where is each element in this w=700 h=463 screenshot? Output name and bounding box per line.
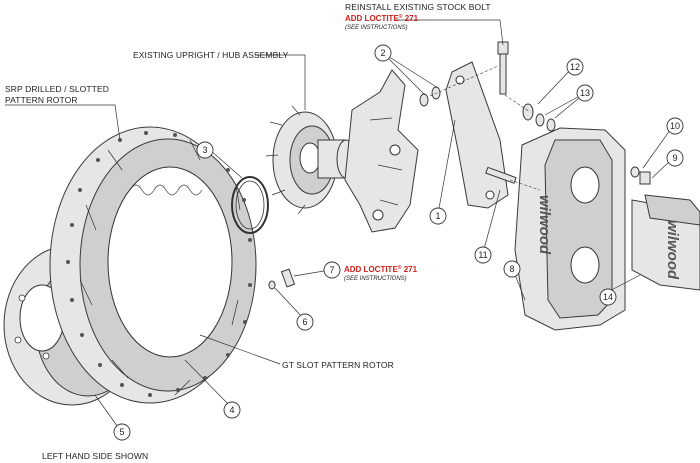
svg-text:5: 5 xyxy=(119,427,124,437)
label-left-hand-side: LEFT HAND SIDE SHOWN xyxy=(42,451,148,461)
svg-text:2: 2 xyxy=(380,48,385,58)
o-ring xyxy=(231,176,269,234)
svg-text:10: 10 xyxy=(670,121,680,131)
brake-pads: wilwood xyxy=(631,194,700,291)
label-loctite-top: ADD LOCTITE® 271 xyxy=(345,13,419,23)
callout-12: 12 xyxy=(566,58,584,76)
svg-text:13: 13 xyxy=(580,88,590,98)
label-see-instructions-mid: (SEE INSTRUCTIONS) xyxy=(344,276,407,282)
label-srp-rotor-2: PATTERN ROTOR xyxy=(5,95,78,105)
callout-14: 14 xyxy=(599,288,617,306)
svg-text:6: 6 xyxy=(302,317,307,327)
callout-3: 3 xyxy=(196,141,214,159)
callout-6: 6 xyxy=(296,313,314,331)
callout-13: 13 xyxy=(576,84,594,102)
rotor-bolt xyxy=(268,268,296,290)
svg-text:8: 8 xyxy=(509,264,514,274)
svg-text:14: 14 xyxy=(603,292,613,302)
callout-4: 4 xyxy=(223,401,241,419)
callout-2: 2 xyxy=(374,44,392,62)
stock-bolt xyxy=(497,41,509,95)
label-srp-rotor-1: SRP DRILLED / SLOTTED xyxy=(5,84,109,94)
callout-1: 1 xyxy=(429,207,447,225)
wilwood-caliper: wilwood xyxy=(514,127,626,331)
label-gt-slot-rotor: GT SLOT PATTERN ROTOR xyxy=(282,360,394,370)
callout-11: 11 xyxy=(474,246,492,264)
pad-brand-text: wilwood xyxy=(664,220,681,280)
callout-9: 9 xyxy=(666,149,684,167)
svg-text:12: 12 xyxy=(570,62,580,72)
upright-knuckle xyxy=(344,69,419,233)
svg-text:1: 1 xyxy=(435,211,440,221)
svg-text:9: 9 xyxy=(672,153,677,163)
svg-text:3: 3 xyxy=(202,145,207,155)
washers-2 xyxy=(419,86,441,107)
caliper-mounting-bracket xyxy=(445,61,509,209)
callout-7: 7 xyxy=(323,261,341,279)
label-upright: EXISTING UPRIGHT / HUB ASSEMBLY xyxy=(133,50,289,60)
svg-text:11: 11 xyxy=(478,250,487,260)
callout-8: 8 xyxy=(503,260,521,278)
svg-text:7: 7 xyxy=(329,265,334,275)
label-see-instructions-top: (SEE INSTRUCTIONS) xyxy=(345,25,408,31)
rotor-srp-drilled-slotted xyxy=(49,126,257,404)
label-reinstall-bolt: REINSTALL EXISTING STOCK BOLT xyxy=(345,2,491,12)
spacers-12-13 xyxy=(522,103,556,132)
bleeder-parts xyxy=(630,166,651,185)
svg-text:4: 4 xyxy=(229,405,234,415)
leader-lines xyxy=(5,19,674,431)
hub-assembly xyxy=(265,105,356,215)
label-loctite-mid: ADD LOCTITE® 271 xyxy=(344,264,418,274)
callout-10: 10 xyxy=(666,117,684,135)
caliper-brand-text: wilwood xyxy=(536,195,553,255)
callout-5: 5 xyxy=(113,423,131,441)
bracket-bolt xyxy=(485,166,517,184)
